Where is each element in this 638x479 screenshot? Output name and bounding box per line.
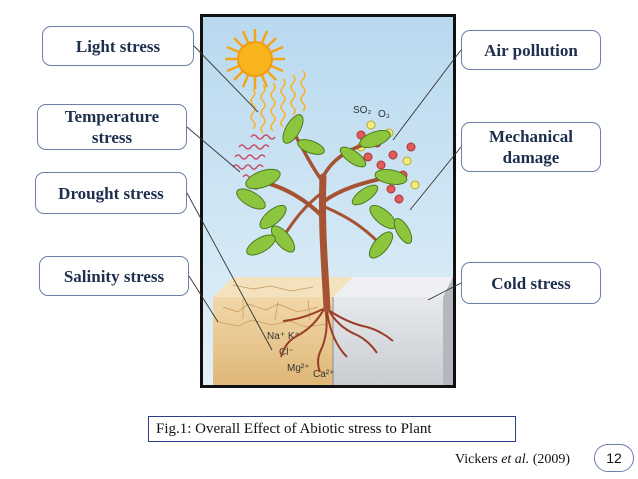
light-stress-label: Light stress — [42, 26, 194, 66]
plant-roots — [280, 306, 394, 373]
salinity-stress-label: Salinity stress — [39, 256, 189, 296]
ions-ca: Ca²⁺ — [313, 369, 334, 380]
ions-cl: Cl⁻ — [279, 347, 294, 358]
sun-icon — [225, 29, 285, 89]
credit-year: (2009) — [532, 452, 571, 467]
salinity-stress-text: Salinity stress — [63, 266, 165, 286]
air-pollution-text: Air pollution — [484, 40, 578, 60]
soil-ions: Na⁺ K⁺ Cl⁻ Mg²⁺ Ca²⁺ — [267, 331, 334, 380]
ions-na-k: Na⁺ K⁺ — [267, 331, 300, 342]
temperature-stress-text-line1: Temperature — [64, 107, 160, 126]
mechanical-damage-label: Mechanical damage — [461, 122, 601, 172]
air-pollution-label: Air pollution — [461, 30, 601, 70]
illustration-svg: SO₂ O₃ — [203, 17, 453, 385]
drought-stress-label: Drought stress — [35, 172, 187, 214]
so2-label: SO₂ — [353, 105, 371, 116]
o3-label: O₃ — [378, 109, 390, 120]
ions-mg: Mg²⁺ — [287, 363, 310, 374]
mechanical-damage-text-line1: Mechanical — [488, 127, 574, 146]
drought-stress-text: Drought stress — [58, 183, 164, 203]
cold-stress-label: Cold stress — [461, 262, 601, 304]
citation-credit: Vickers et al. (2009) — [455, 452, 570, 468]
figure-caption: Fig.1: Overall Effect of Abiotic stress … — [148, 416, 516, 442]
temperature-stress-text-line2: stress — [91, 128, 133, 147]
credit-author: Vickers — [455, 452, 498, 467]
page-number: 12 — [594, 444, 634, 472]
mechanical-damage-text-line2: damage — [502, 148, 560, 167]
plant-stress-illustration: SO₂ O₃ — [200, 14, 456, 388]
cold-stress-text: Cold stress — [491, 273, 571, 293]
temperature-stress-label: Temperature stress — [37, 104, 187, 150]
credit-etal: et al. — [501, 452, 530, 467]
light-stress-text: Light stress — [75, 36, 161, 56]
